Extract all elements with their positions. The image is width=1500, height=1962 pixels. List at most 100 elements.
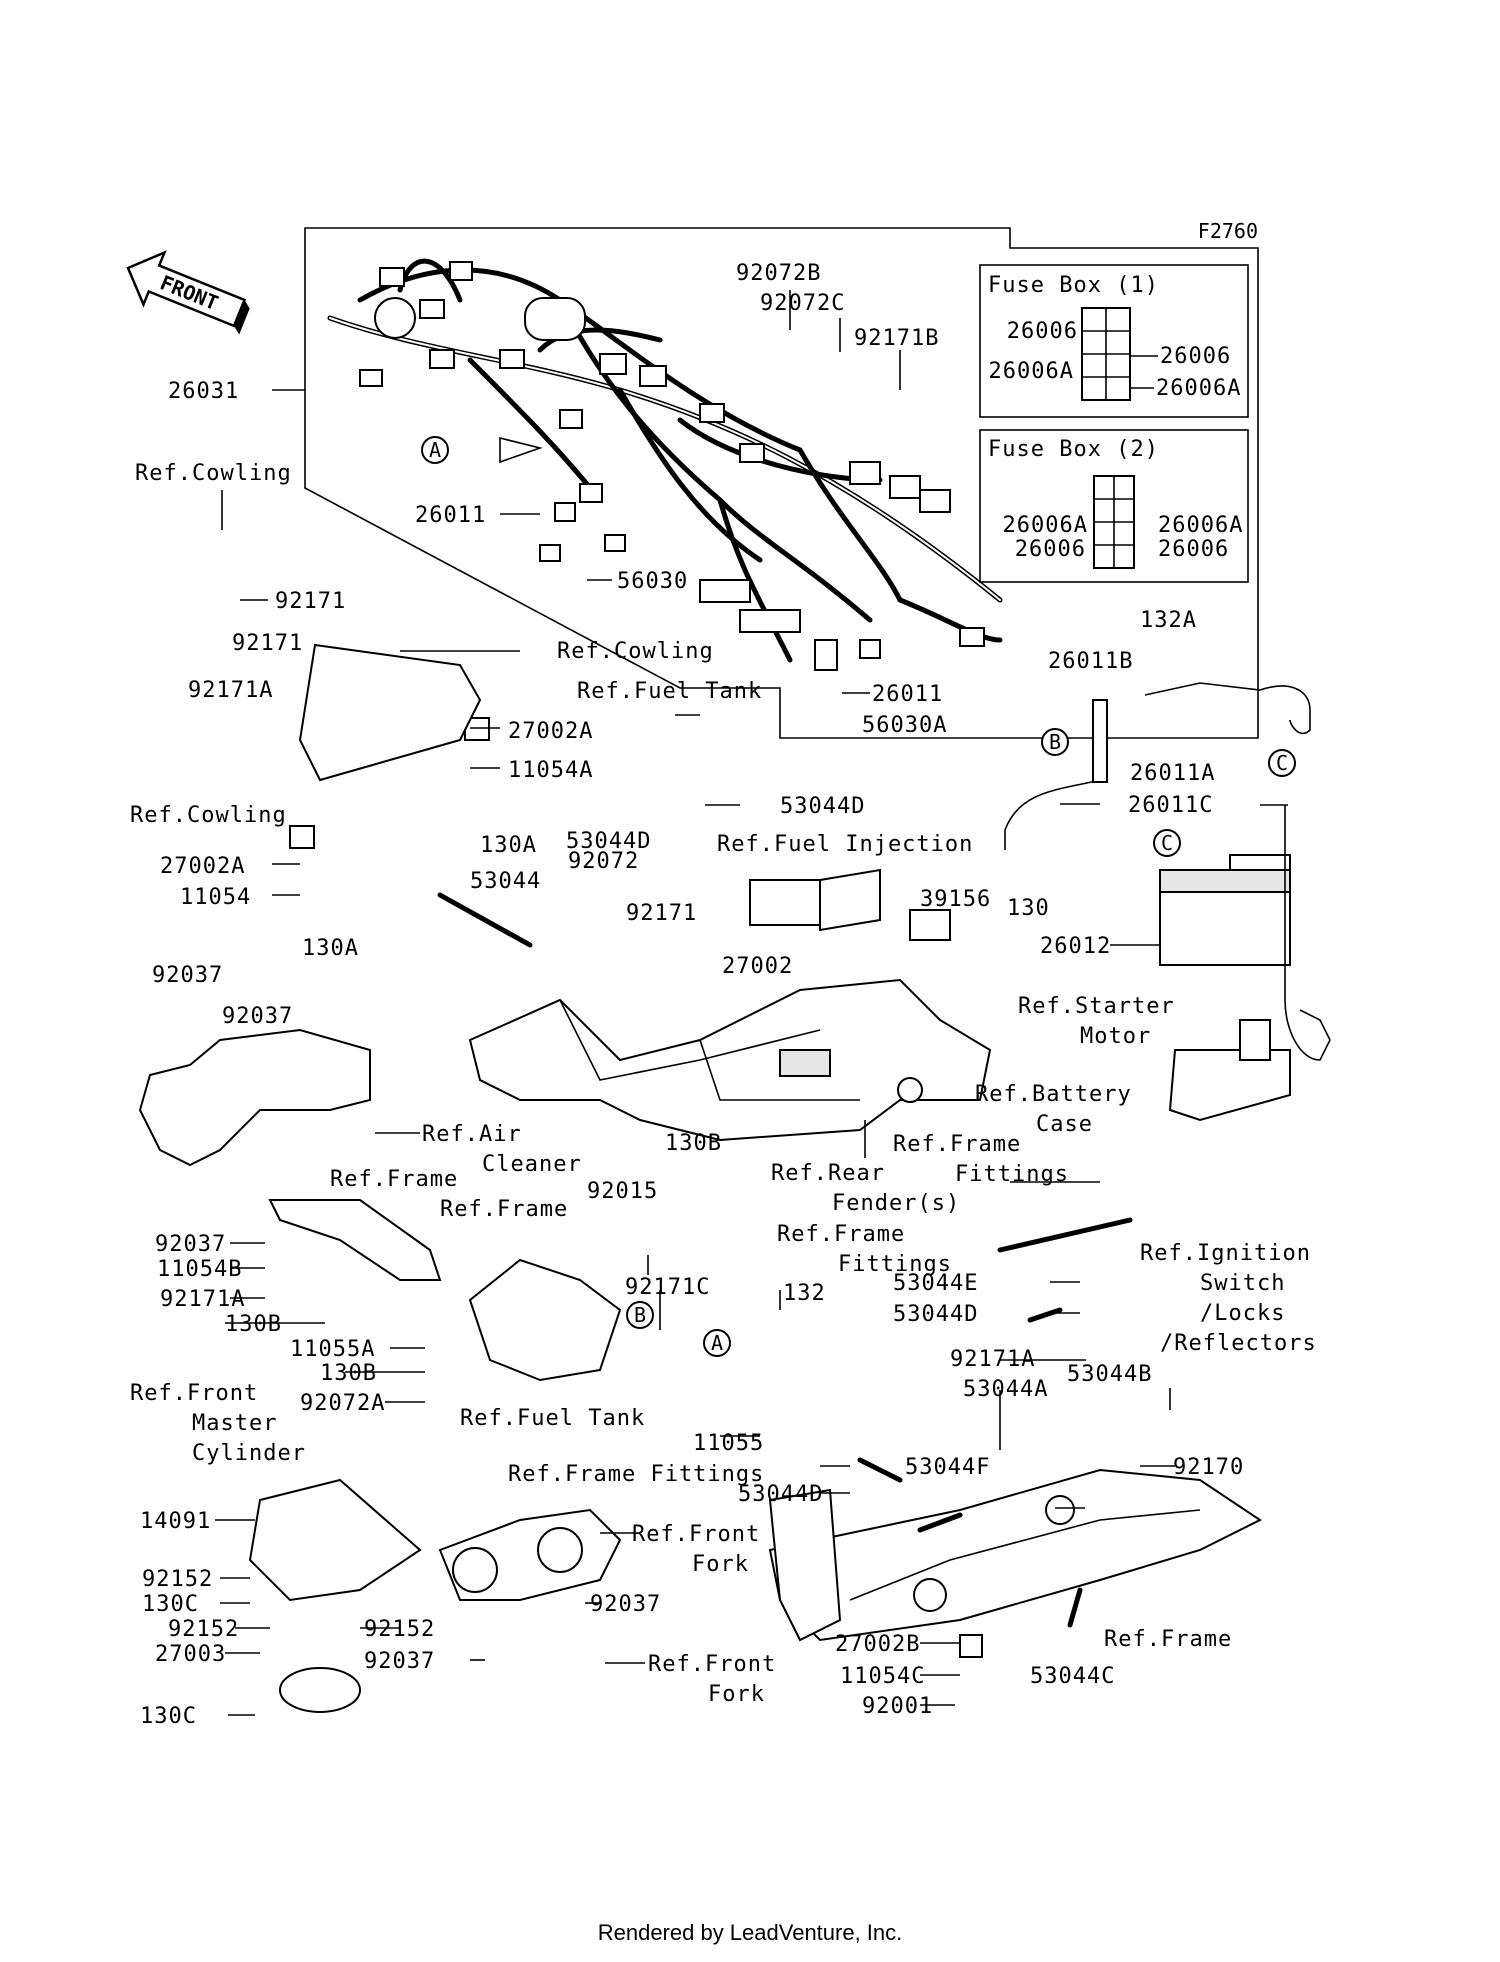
label-92171a-2: 92171A (160, 1287, 245, 1312)
label-ref-front-fork-1b: Fork (692, 1552, 749, 1577)
svg-text:26006: 26006 (1015, 537, 1086, 562)
callout-c-battery: C (1153, 829, 1181, 857)
fuse-box-1: Fuse Box (1) 26006 26006A 26006 26006A (979, 264, 1249, 418)
label-53044d-1: 53044D (780, 794, 865, 819)
callout-a-top: A (421, 436, 449, 464)
label-ref-battery-case-2: Case (1036, 1112, 1093, 1137)
main-frame-lower (768, 1468, 1262, 1642)
label-ref-fuel-tank-1: Ref.Fuel Tank (577, 679, 762, 704)
label-92072c: 92072C (760, 291, 845, 316)
label-53044d-2: 53044D (566, 829, 651, 854)
label-53044d-3: 53044D (893, 1302, 978, 1327)
label-53044: 53044 (470, 869, 541, 894)
label-53044e: 53044E (893, 1271, 978, 1296)
label-92152-2: 92152 (168, 1617, 239, 1642)
grommet-53044 (437, 892, 533, 948)
grommet-53044f (917, 1512, 963, 1533)
label-26031: 26031 (168, 379, 239, 404)
label-ref-frame-fittings-1b: Fittings (955, 1162, 1069, 1187)
tool-39156 (909, 909, 951, 941)
label-26011c: 26011C (1128, 793, 1213, 818)
frame-side-mid (468, 1258, 622, 1382)
label-ref-rear-fender-1: Ref.Rear (771, 1161, 885, 1186)
label-92171b: 92171B (854, 326, 939, 351)
starter-relay (1239, 1019, 1271, 1061)
callout-b-frame: B (626, 1301, 654, 1329)
label-92072: 92072 (568, 849, 639, 874)
svg-text:26006A: 26006A (1003, 513, 1088, 538)
battery-cable-26011b (1004, 700, 1101, 850)
label-ref-fuel-injection: Ref.Fuel Injection (717, 832, 973, 857)
label-ref-ignition-1: Ref.Ignition (1140, 1241, 1311, 1266)
label-ref-starter-motor-1: Ref.Starter (1018, 994, 1175, 1019)
battery-case (1168, 1049, 1291, 1122)
label-92037-4: 92037 (590, 1592, 661, 1617)
battery-26012 (1159, 854, 1291, 966)
ecu-tray-39156 (819, 868, 881, 932)
label-11054a: 11054A (508, 758, 593, 783)
label-ref-front-master-2: Master (192, 1411, 277, 1436)
label-ref-frame-1: Ref.Frame (330, 1167, 458, 1192)
footer-credit: Rendered by LeadVenture, Inc. (597, 1920, 903, 1945)
svg-text:C: C (1161, 831, 1173, 855)
label-26011-top: 26011 (415, 503, 486, 528)
label-92171a-3: 92171A (950, 1347, 1035, 1372)
label-11055a: 11055A (290, 1337, 375, 1362)
label-ref-frame-fittings-3: Ref.Frame Fittings (508, 1462, 764, 1487)
label-ref-starter-motor-2: Motor (1080, 1024, 1151, 1049)
svg-text:26006A: 26006A (989, 359, 1074, 384)
label-53044c: 53044C (1030, 1664, 1115, 1689)
label-92001: 92001 (862, 1694, 933, 1719)
svg-text:A: A (429, 438, 441, 462)
figure-code: F2760 (1198, 219, 1258, 243)
label-53044d-4: 53044D (738, 1482, 823, 1507)
label-92037-1: 92037 (152, 963, 223, 988)
battery-cable-26011 (1144, 682, 1311, 735)
leader-lines (215, 290, 1288, 1716)
svg-text:26006A: 26006A (1156, 376, 1241, 401)
label-ref-ignition-2: Switch (1200, 1271, 1285, 1296)
label-92072b: 92072B (736, 261, 821, 286)
label-130b-3: 130B (320, 1361, 377, 1386)
label-53044a: 53044A (963, 1377, 1048, 1402)
horn-27003 (279, 1667, 361, 1713)
callout-a-frame: A (703, 1329, 731, 1357)
air-cleaner-cover (138, 1028, 371, 1167)
cowling-bracket (298, 643, 482, 782)
relay-27002b (959, 1634, 983, 1658)
label-ref-frame-2: Ref.Frame (440, 1197, 568, 1222)
label-ref-rear-fender-2: Fender(s) (832, 1191, 960, 1216)
label-26012: 26012 (1040, 934, 1111, 959)
label-92171a-1: 92171A (188, 678, 273, 703)
label-ref-air-cleaner-2: Cleaner (482, 1152, 582, 1177)
grommet-53044c (1067, 1587, 1083, 1628)
label-130a-1: 130A (480, 833, 537, 858)
label-11054: 11054 (180, 885, 251, 910)
front-arrow-icon: FRONT (126, 250, 250, 335)
label-130c-1: 130C (142, 1592, 199, 1617)
label-92170: 92170 (1173, 1455, 1244, 1480)
label-ref-front-fork-1a: Ref.Front (632, 1522, 760, 1547)
label-92171-1: 92171 (275, 589, 346, 614)
fuse-box-1-title: Fuse Box (1) (988, 273, 1159, 298)
label-130b-1: 130B (665, 1131, 722, 1156)
callout-b-right: B (1041, 728, 1069, 756)
label-92037-3: 92037 (155, 1232, 226, 1257)
label-53044f: 53044F (905, 1455, 990, 1480)
svg-text:26006: 26006 (1158, 537, 1229, 562)
label-132: 132 (783, 1281, 826, 1306)
rear-fender-assembly (468, 978, 992, 1142)
label-ref-front-fork-2a: Ref.Front (648, 1652, 776, 1677)
label-92072a: 92072A (300, 1391, 385, 1416)
callout-labels: 26031 92072B 92072C 92171B 26011 56030 2… (130, 261, 1316, 1729)
label-27002a-1: 27002A (508, 719, 593, 744)
label-26011b: 26011B (1048, 649, 1133, 674)
label-ref-frame-fittings-2b: Fittings (838, 1252, 952, 1277)
label-ref-air-cleaner-1: Ref.Air (422, 1122, 522, 1147)
label-ref-battery-case-1: Ref.Battery (975, 1082, 1132, 1107)
label-ref-frame-fittings-1a: Ref.Frame (893, 1132, 1021, 1157)
battery-cable-26011c (1284, 805, 1331, 1061)
label-ref-cowling-1: Ref.Cowling (135, 461, 292, 486)
label-56030: 56030 (617, 569, 688, 594)
label-56030a: 56030A (862, 713, 947, 738)
